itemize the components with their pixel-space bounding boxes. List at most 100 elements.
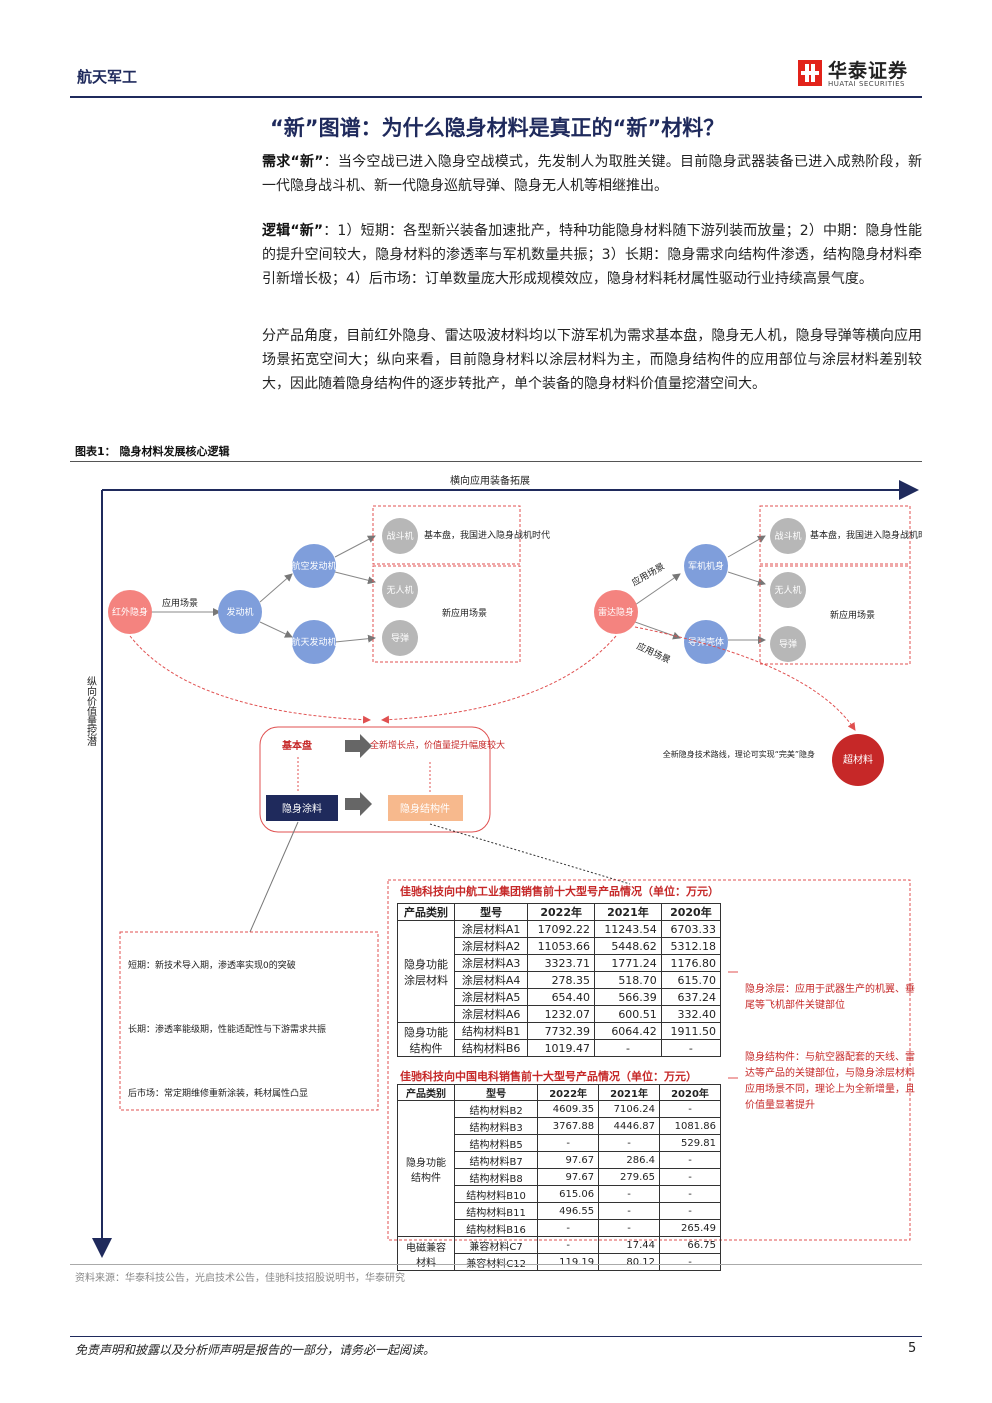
label-left-fighter: 战斗机 (386, 530, 413, 542)
table-row: 结构材料B6 1019.47 - - (398, 1039, 722, 1057)
horizontal-axis-label: 横向应用装备拓展 (450, 474, 530, 487)
table-header: 2022年 (537, 1084, 600, 1101)
table-row: 结构材料B11 496.55 - - (398, 1202, 721, 1220)
label-super-note: 全新隐身技术路线，理论可实现“完美”隐身 (663, 749, 815, 759)
center-arrow-2-icon (345, 792, 372, 816)
table-cell: - (660, 1039, 722, 1057)
logic-paragraph: 逻辑“新”：1）短期：各型新兴装备加速批产，特种功能隐身材料随下游列装而放量；2… (262, 219, 922, 291)
table-header: 2020年 (660, 903, 722, 921)
table-cell: - (537, 1219, 600, 1237)
logic-label: 逻辑“新” (262, 223, 324, 239)
table-cell: - (537, 1134, 600, 1152)
table-cell: 涂层材料A5 (453, 988, 529, 1006)
table-cell: 1081.86 (659, 1117, 721, 1135)
label-right-missile: 导弹 (779, 638, 797, 650)
table-cell: - (598, 1185, 661, 1203)
table-cell: - (659, 1202, 721, 1220)
node-radar-stealth (594, 590, 638, 634)
node-engine (218, 590, 262, 634)
phases-box (119, 931, 379, 1111)
node-aircraft-body (684, 544, 728, 588)
table-cell: 结构材料B16 (453, 1219, 539, 1237)
table-cell: 1771.24 (594, 954, 662, 972)
coating-note: 隐身涂层：应用于武器生产的机翼、垂尾等飞机部件关键部位 (745, 984, 915, 1011)
table-cell: 兼容材料C7 (453, 1236, 539, 1254)
label-aero-engine: 航空发动机 (291, 560, 336, 572)
logo-en: HUATAI SECURITIES (828, 80, 905, 88)
table-row: 涂层材料A6 1232.07 600.51 332.40 (398, 1005, 722, 1023)
left-new-box (372, 565, 521, 663)
table-cell: 637.24 (660, 988, 722, 1006)
table-cell: 265.49 (659, 1219, 721, 1237)
table-header: 2021年 (594, 903, 662, 921)
phase-after: 后市场：常定期维修重新涂装，耗材属性凸显 (128, 1087, 308, 1099)
table1: 产品类别 型号 2022年 2021年 2020年 隐身功能涂层材料 涂层材料A… (397, 903, 722, 1057)
right-new-box (759, 565, 911, 665)
table1-group1: 隐身功能涂层材料 (397, 920, 455, 1023)
section-label: 航天军工 (77, 68, 138, 86)
node-right-fighter (770, 518, 806, 554)
table1-group2: 隐身功能结构件 (397, 1022, 455, 1057)
node-missile-shell (684, 620, 728, 664)
table-cell: 3323.71 (527, 954, 596, 972)
table-cell: - (594, 1039, 662, 1057)
table-cell: - (598, 1219, 661, 1237)
node-left-missile (382, 620, 418, 656)
node-left-fighter (382, 518, 418, 554)
table-row: 隐身功能结构件 结构材料B1 7732.39 6064.42 1911.50 (397, 1022, 722, 1057)
source-rule (70, 1264, 922, 1265)
table-header: 型号 (453, 1084, 539, 1101)
label-left-new-note: 新应用场景 (442, 607, 487, 619)
footer-rule (70, 1336, 922, 1337)
table-cell: 结构材料B5 (453, 1134, 539, 1152)
table2: 产品类别 型号 2022年 2021年 2020年 隐身功能结构件 结构材料B2… (397, 1084, 721, 1271)
figure-rule (70, 461, 922, 462)
table-cell: 17.44 (598, 1236, 661, 1254)
footer-disclaimer: 免责声明和披露以及分析师声明是报告的一部分，请务必一起阅读。 (75, 1343, 436, 1357)
table-cell: 7106.24 (598, 1100, 661, 1118)
table2-group1: 隐身功能结构件 (397, 1100, 455, 1237)
table-cell: 5312.18 (660, 937, 722, 955)
table-cell: 11053.66 (527, 937, 596, 955)
phase-short: 短期：新技术导入期，渗透率实现0的突破 (128, 959, 296, 971)
label-right-uav: 无人机 (774, 584, 801, 596)
table-cell: 涂层材料A6 (453, 1005, 529, 1023)
table-row: 隐身功能结构件 结构材料B2 4609.35 7106.24 - (397, 1100, 721, 1237)
table-cell: - (598, 1202, 661, 1220)
center-growth-label: 全新增长点，价值量提升幅度较大 (370, 739, 505, 751)
table-cell: 1176.80 (660, 954, 722, 972)
table-row: 电磁兼容材料 兼容材料C7 - 17.44 66.75 (397, 1236, 721, 1271)
link-right-to-center (381, 635, 617, 724)
table-header: 型号 (453, 903, 529, 921)
label-radar-stealth: 雷达隐身 (598, 606, 634, 618)
table-cell: 结构材料B11 (453, 1202, 539, 1220)
table-cell: - (537, 1236, 600, 1254)
structure-note: 隐身结构件：与航空器配套的天线、雷达等产品的关键部位，与隐身涂层材料应用场景不同… (745, 1052, 915, 1111)
node-space-engine (292, 620, 336, 664)
table-cell: 结构材料B1 (453, 1022, 529, 1040)
table-cell: 5448.62 (594, 937, 662, 955)
table-cell: 涂层材料A2 (453, 937, 529, 955)
structure-box (388, 795, 463, 821)
label-space-engine: 航天发动机 (291, 636, 336, 648)
logic-text: ：1）短期：各型新兴装备加速批产，特种功能隐身材料随下游列装而放量；2）中期：隐… (262, 223, 923, 287)
link-left-to-center (129, 635, 371, 724)
table-cell: - (659, 1151, 721, 1169)
table-cell: 6703.33 (660, 920, 722, 938)
table-cell: 496.55 (537, 1202, 600, 1220)
table-cell: 结构材料B7 (453, 1151, 539, 1169)
label-left-uav: 无人机 (386, 584, 413, 596)
left-fighter-box (372, 505, 521, 565)
table-cell: 涂层材料A3 (453, 954, 529, 972)
table2-caption: 佳驰科技向中国电科销售前十大型号产品情况（单位：万元） (400, 1070, 697, 1083)
table-cell: 3767.88 (537, 1117, 600, 1135)
table-cell: - (659, 1253, 721, 1271)
demand-label: 需求“新” (262, 154, 324, 170)
vertical-axis-label: 纵向价值量挖潜 (85, 676, 97, 747)
label-left-fighter-note: 基本盘，我国进入隐身战机时代 (424, 529, 550, 541)
table-cell: 97.67 (537, 1168, 600, 1186)
table-row: 结构材料B7 97.67 286.4 - (398, 1151, 721, 1169)
core-logic-diagram: 横向应用装备拓展 纵向价值量挖潜 红外隐身 发动机 航空发动机 航天发动机 战斗… (85, 474, 922, 1258)
node-super-material (832, 734, 884, 786)
node-infrared-stealth (108, 590, 152, 634)
